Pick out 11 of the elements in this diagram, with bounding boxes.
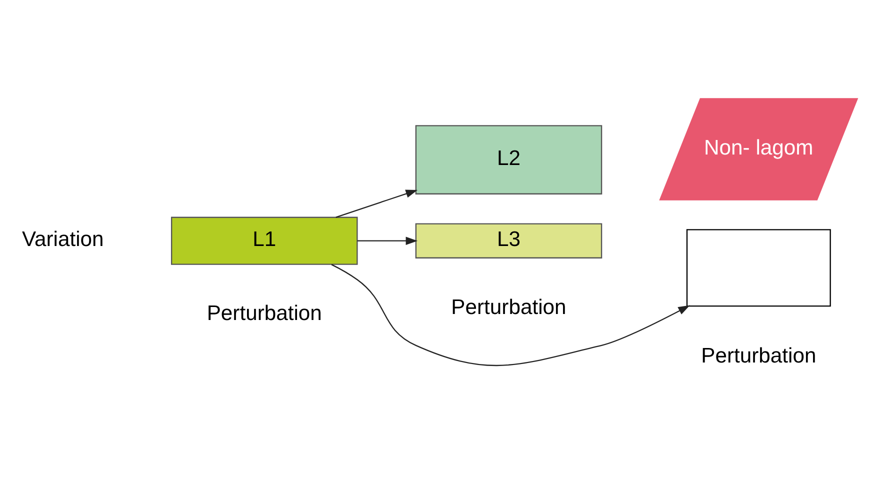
- label: Perturbation: [701, 344, 816, 368]
- node-box: [686, 229, 831, 307]
- node-box: L1: [170, 216, 358, 265]
- arrow: [331, 264, 690, 366]
- arrow: [336, 190, 418, 218]
- label: Variation: [22, 228, 104, 252]
- node-box: L2: [415, 125, 602, 194]
- label: Perturbation: [206, 302, 322, 326]
- arrow: [357, 236, 418, 245]
- label: Perturbation: [451, 296, 566, 320]
- node-box: L3: [415, 223, 602, 258]
